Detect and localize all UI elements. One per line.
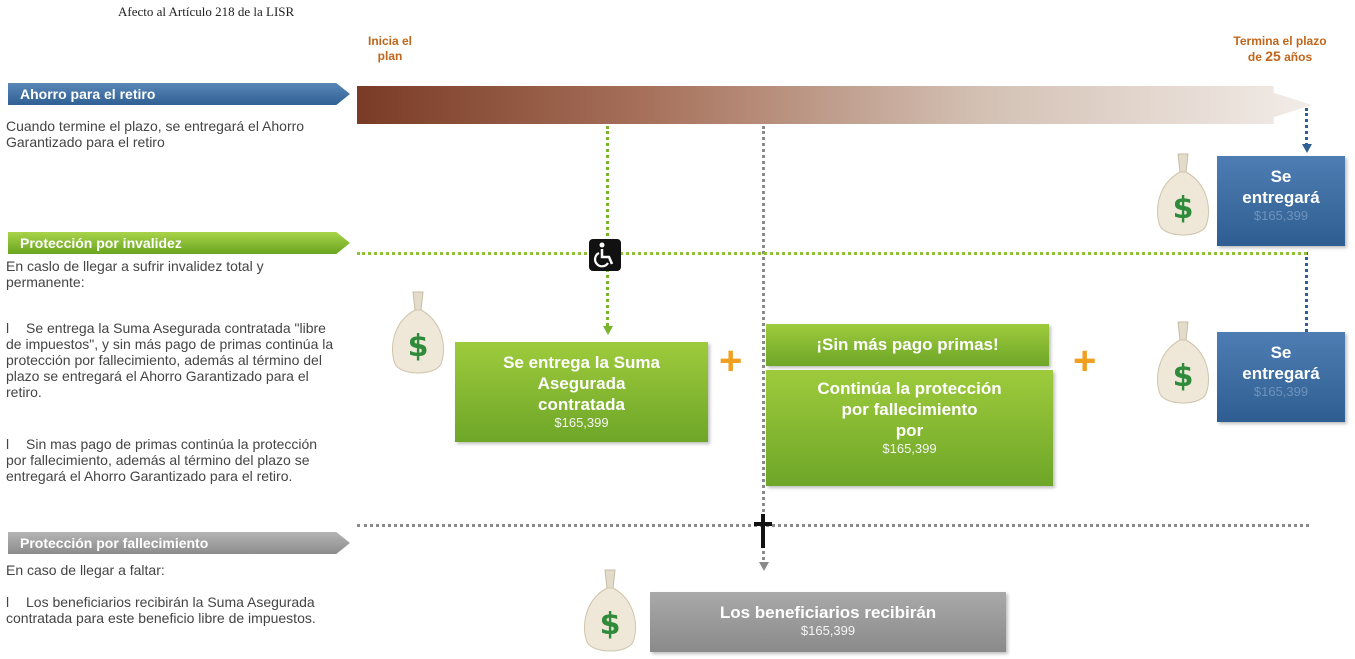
svg-text:$: $	[600, 607, 621, 642]
invalidez-connector-line	[606, 126, 609, 326]
retiro-banner: Ahorro para el retiro	[8, 83, 350, 105]
invalidez-banner: Protección por invalidez	[8, 232, 350, 254]
money-bag-icon: $	[1157, 153, 1209, 236]
invalidez-retiro-connector-line	[1305, 252, 1308, 332]
fallecimiento-banner: Protección por fallecimiento	[8, 532, 350, 554]
fallecimiento-arrow	[759, 562, 769, 571]
bullet-marker: l	[6, 320, 10, 336]
beneficiarios-box: Los beneficiarios recibirán $165,399	[650, 592, 1006, 652]
svg-text:$: $	[1173, 359, 1194, 394]
invalidez-retiro-payout-box: Se entregará $165,399	[1217, 332, 1345, 422]
svg-text:$: $	[1173, 191, 1194, 226]
svg-text:$: $	[408, 329, 429, 364]
bullet-marker: l	[6, 594, 10, 610]
retiro-payout-box: Se entregará $165,399	[1217, 156, 1345, 246]
money-bag-icon: $	[392, 291, 444, 374]
wheelchair-icon	[589, 239, 621, 271]
fallecimiento-dotted-line	[357, 524, 1309, 527]
suma-asegurada-box: Se entrega la Suma Asegurada contratada …	[455, 342, 708, 442]
invalidez-description: En caslo de llegar a sufrir invalidez to…	[6, 258, 264, 290]
plus-icon: +	[1073, 339, 1097, 383]
invalidez-arrow	[603, 326, 613, 335]
bullet-marker: l	[6, 436, 10, 452]
plus-icon: +	[719, 339, 743, 383]
cross-icon	[754, 514, 772, 548]
money-bag-icon: $	[584, 569, 636, 652]
invalidez-dotted-line	[357, 252, 1307, 255]
sin-pago-primas-box: ¡Sin más pago primas!	[766, 324, 1049, 366]
retiro-connector-line	[1305, 108, 1308, 146]
timeline-end-label: Termina el plazo de 25 años	[1233, 34, 1327, 64]
timeline-bar	[357, 86, 1312, 124]
retiro-arrow	[1302, 144, 1312, 153]
fallecimiento-connector-line	[762, 126, 765, 566]
retiro-description: Cuando termine el plazo, se entregará el…	[6, 118, 305, 150]
timeline-start-label: Inicia el plan	[367, 34, 413, 63]
money-bag-icon: $	[1157, 321, 1209, 404]
continua-proteccion-box: Continúa la protección por fallecimiento…	[766, 370, 1053, 486]
header-note: Afecto al Artículo 218 de la LISR	[118, 4, 295, 19]
fallecimiento-description: En caso de llegar a faltar:	[6, 562, 165, 578]
